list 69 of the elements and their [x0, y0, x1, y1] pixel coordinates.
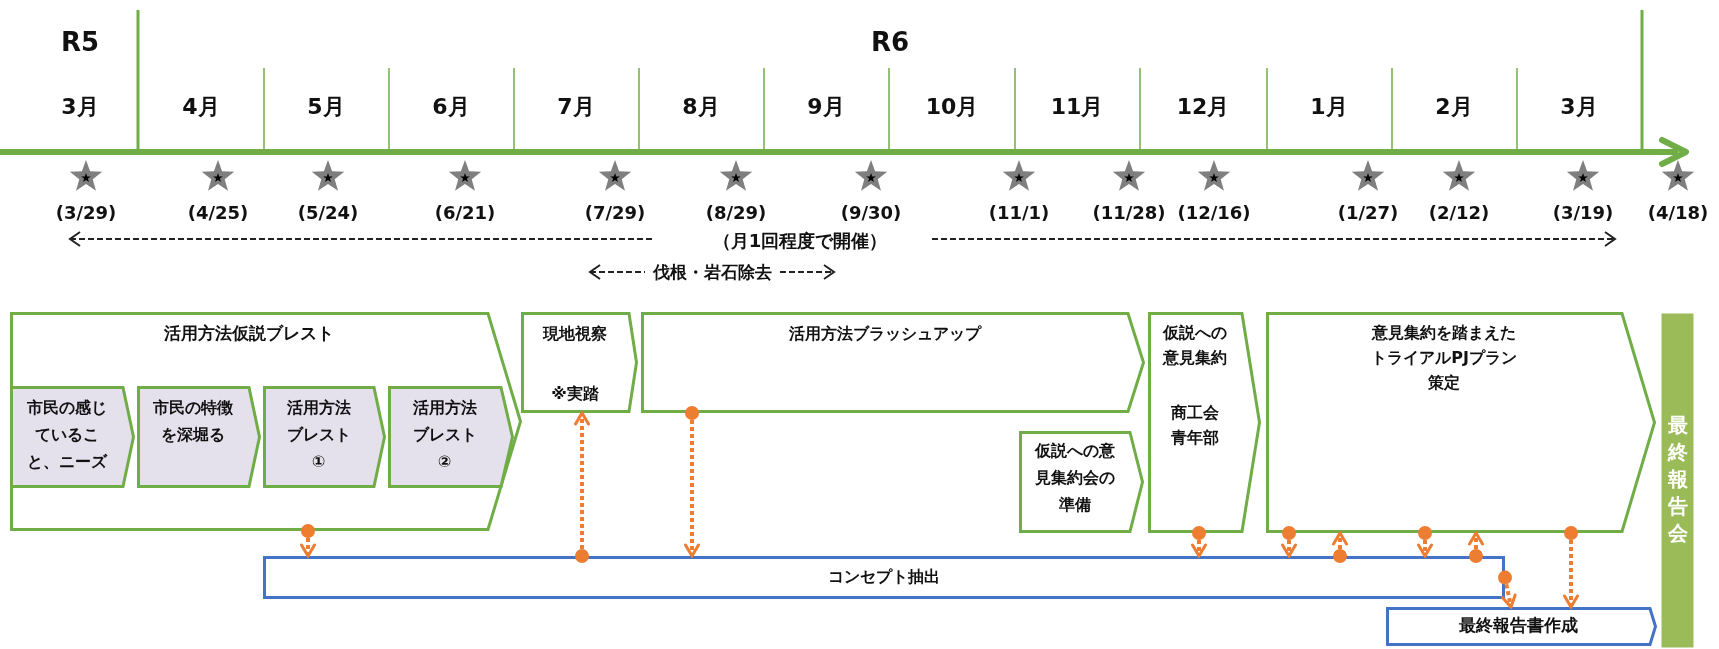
- stage-box: [521, 312, 638, 413]
- step-label: コンセプト抽出: [827, 566, 941, 588]
- month-label: 7月: [557, 94, 595, 120]
- step-box: [388, 386, 514, 488]
- stage-box: [1386, 607, 1657, 646]
- dotted-arrow: [300, 524, 316, 558]
- date-label: (4/18): [1647, 203, 1709, 223]
- month-label: 1月: [1310, 94, 1348, 120]
- year-label: R6: [870, 27, 910, 57]
- month-label: 4月: [182, 94, 220, 120]
- note: （月1回程度で開催）: [712, 231, 888, 251]
- date-label: (1/27): [1337, 203, 1399, 223]
- stage-box: [1266, 312, 1656, 533]
- step-label: 活用方法ブラッシュアップ: [787, 323, 983, 345]
- step-box: [137, 386, 261, 488]
- dotted-arrow: [1417, 526, 1433, 558]
- date-label: (3/19): [1552, 203, 1614, 223]
- stage-box: [1148, 312, 1261, 533]
- month-label: 2月: [1435, 94, 1473, 120]
- month-label: 9月: [807, 94, 845, 120]
- process-box: [263, 556, 1505, 599]
- stage-box: [10, 312, 522, 531]
- date-label: (12/16): [1177, 203, 1251, 223]
- date-label: (5/24): [297, 203, 359, 223]
- step-label: 市民の特徴を深堀る: [152, 397, 234, 446]
- note: 伐根・岩石除去: [652, 262, 772, 282]
- step-label: 最終報告書作成: [1457, 614, 1579, 637]
- step-label: 仮説への意見集約: [1161, 322, 1228, 369]
- date-label: (3/29): [55, 203, 117, 223]
- month-label: 12月: [1176, 94, 1230, 120]
- month-label: 8月: [682, 94, 720, 120]
- dotted-arrow: [1191, 526, 1207, 558]
- date-label: (11/28): [1092, 203, 1166, 223]
- vertical-bar: [1660, 312, 1695, 649]
- month-label: 6月: [432, 94, 470, 120]
- year-label: R5: [60, 27, 100, 57]
- step-label: 仮説への意見集約会の準備: [1033, 440, 1116, 516]
- stage-box: [641, 312, 1145, 413]
- step-label: 活用方法ブレスト②: [411, 397, 478, 473]
- date-label: (8/29): [705, 203, 767, 223]
- date-label: (4/25): [187, 203, 249, 223]
- month-label: 3月: [1560, 94, 1598, 120]
- step-label: 現地視察: [541, 323, 608, 345]
- step-label: 活用方法ブレスト①: [285, 397, 352, 473]
- step-box: [10, 386, 135, 488]
- date-label: (6/21): [434, 203, 496, 223]
- dotted-arrow: [1281, 526, 1297, 558]
- month-label: 5月: [307, 94, 345, 120]
- date-label: (11/1): [988, 203, 1050, 223]
- step-label: 商工会青年部: [1170, 402, 1220, 449]
- step-label: 市民の感じていること、ニーズ: [25, 397, 109, 473]
- dotted-arrow: [1468, 531, 1484, 563]
- month-label: 3月: [61, 94, 99, 120]
- step-box: [263, 386, 386, 488]
- dotted-arrow: [1563, 526, 1579, 609]
- dotted-arrow: [684, 406, 700, 558]
- step-label: 意見集約を踏まえたトライアルPJプラン策定: [1370, 322, 1518, 394]
- month-label: 10月: [925, 94, 979, 120]
- date-label: (2/12): [1428, 203, 1490, 223]
- vertical-title: 最終報告会: [1666, 412, 1689, 547]
- step-label: 活用方法仮説ブレスト: [163, 322, 335, 345]
- date-label: (9/30): [840, 203, 902, 223]
- stage-box: [1019, 431, 1144, 533]
- date-label: (7/29): [584, 203, 646, 223]
- dotted-arrow: [574, 411, 590, 563]
- month-label: 11月: [1050, 94, 1104, 120]
- step-label: ※実踏: [550, 383, 600, 405]
- dotted-arrow: [1498, 570, 1517, 609]
- dotted-arrow: [1332, 531, 1348, 563]
